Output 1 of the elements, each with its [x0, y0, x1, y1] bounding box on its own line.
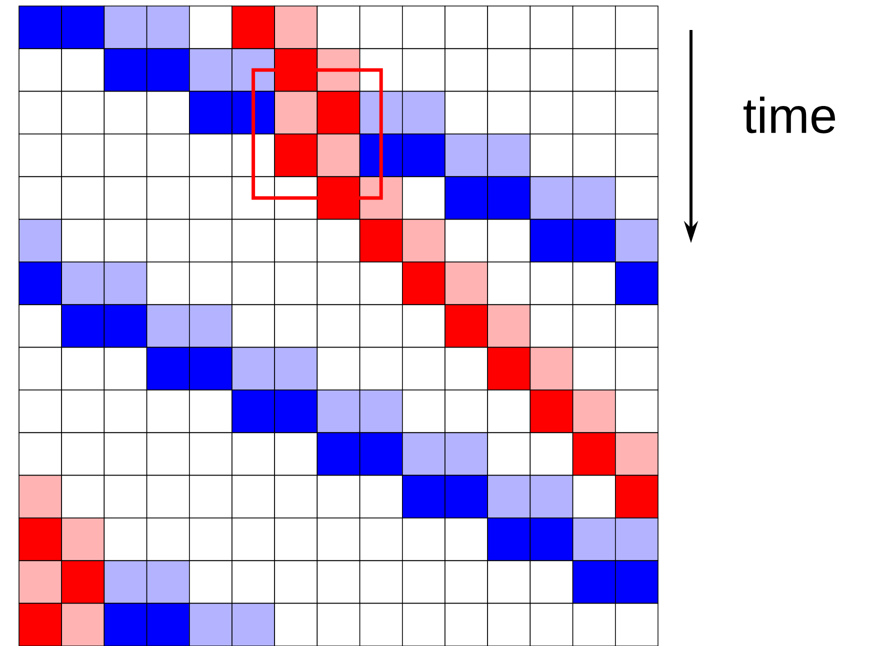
axis-label: time: [744, 96, 835, 134]
